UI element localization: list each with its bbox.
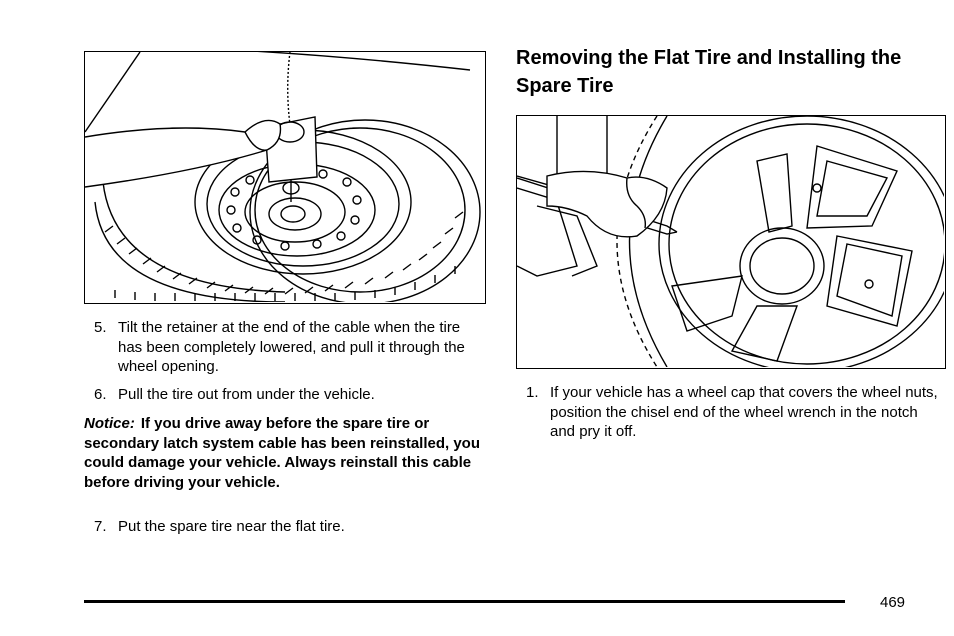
step-text: If your vehicle has a wheel cap that cov… [550, 384, 938, 440]
step-text: Tilt the retainer at the end of the cabl… [118, 319, 465, 375]
page-number: 469 [880, 594, 906, 611]
step-1: 1. If your vehicle has a wheel cap that … [516, 383, 946, 442]
step-number: 5. [94, 319, 107, 336]
step-number: 1. [526, 384, 539, 401]
steps-list-a: 5. Tilt the retainer at the end of the c… [84, 318, 488, 404]
step-text: Pull the tire out from under the vehicle… [118, 385, 375, 403]
step-number: 7. [94, 518, 107, 535]
notice-paragraph: Notice:If you drive away before the spar… [84, 414, 488, 492]
wheel-cap-drawing [517, 116, 944, 367]
step-6: 6. Pull the tire out from under the vehi… [84, 385, 488, 405]
step-7: 7. Put the spare tire near the flat tire… [84, 517, 488, 537]
step-5: 5. Tilt the retainer at the end of the c… [84, 318, 488, 377]
section-title: Removing the Flat Tire and Installing th… [516, 47, 902, 97]
step-text: Put the spare tire near the flat tire. [118, 518, 345, 535]
spare-tire-illustration [84, 51, 486, 304]
step-number: 6. [94, 385, 107, 403]
steps-list-b: 7. Put the spare tire near the flat tire… [84, 517, 488, 537]
spare-tire-drawing [85, 52, 481, 302]
notice-text: If you drive away before the spare tire … [84, 415, 480, 491]
footer-rule [84, 600, 845, 603]
notice-label: Notice: [84, 415, 135, 432]
wheel-cap-illustration [516, 115, 946, 369]
steps-list-c: 1. If your vehicle has a wheel cap that … [516, 383, 946, 442]
